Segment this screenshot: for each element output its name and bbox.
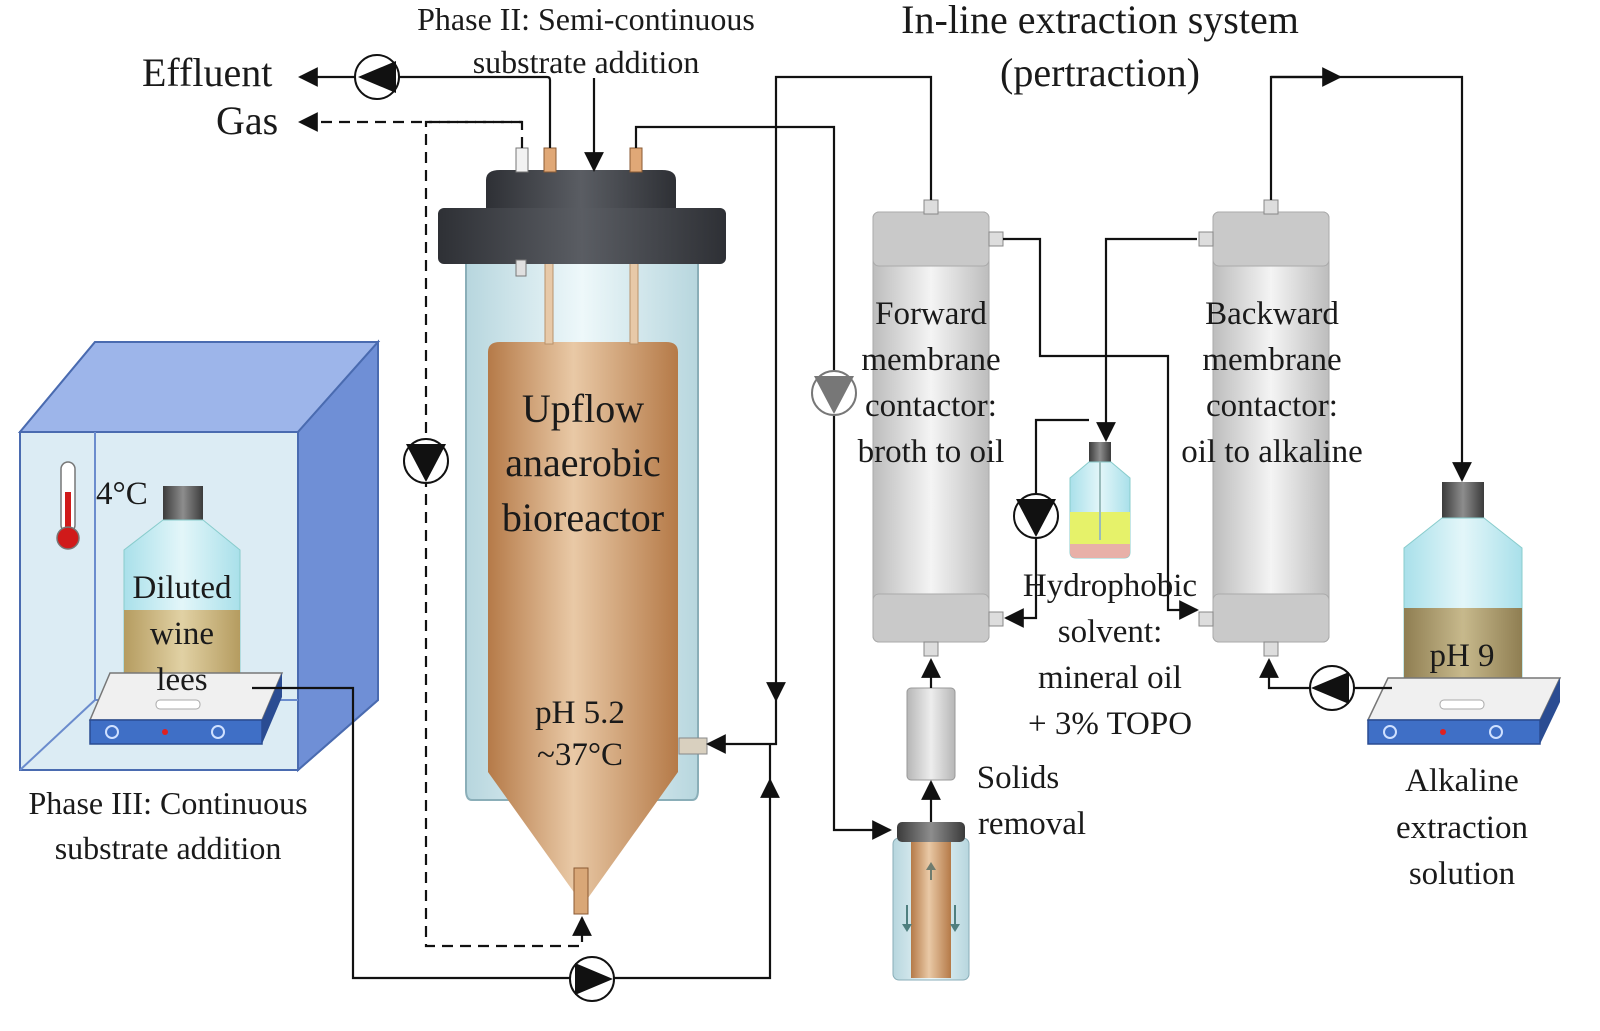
forward-label-line4: broth to oil	[858, 434, 1005, 470]
phase2-label-line1: Phase II: Semi-continuous	[417, 1, 755, 37]
solids-removal-filter	[906, 687, 956, 781]
fridge-temp-label: 4°C	[96, 476, 148, 512]
backward-label-line4: oil to alkaline	[1181, 434, 1362, 470]
backward-membrane-contactor	[1198, 199, 1330, 657]
phase3-label-line1: Phase III: Continuous	[28, 785, 307, 821]
lees-label-line2: wine	[150, 616, 214, 652]
lees-label-line3: lees	[156, 662, 207, 698]
forward-label-line3: contactor:	[865, 388, 997, 424]
phase2-label-line2: substrate addition	[473, 44, 700, 80]
backward-label-line3: contactor:	[1206, 388, 1338, 424]
gas-label: Gas	[216, 98, 278, 143]
pump-icon	[403, 438, 449, 484]
pump-icon	[1309, 665, 1355, 711]
pump-icon	[811, 370, 857, 416]
backward-label-line2: membrane	[1202, 342, 1341, 378]
backward-label-line1: Backward	[1205, 296, 1339, 332]
solvent-label-line4: + 3% TOPO	[1028, 706, 1192, 742]
settler-column	[892, 822, 970, 981]
phase3-label-line2: substrate addition	[55, 830, 282, 866]
thermometer-icon	[56, 461, 80, 550]
pump-icon	[1013, 493, 1059, 539]
reactor-ph-label: pH 5.2	[535, 695, 625, 731]
alkaline-label-line3: solution	[1409, 856, 1515, 892]
reactor-temp-label: ~37°C	[537, 737, 623, 773]
alkaline-ph-label: pH 9	[1429, 638, 1494, 674]
solvent-label-line3: mineral oil	[1038, 660, 1182, 696]
alkaline-bottle	[1391, 482, 1523, 711]
inline-system-title-line1: In-line extraction system	[901, 0, 1299, 42]
forward-membrane-contactor	[872, 199, 1004, 657]
alkaline-label-line1: Alkaline	[1405, 763, 1519, 799]
solvent-bottle	[1069, 442, 1131, 559]
reactor-label-line1: Upflow	[522, 386, 644, 431]
stir-plate-icon	[1366, 677, 1562, 745]
forward-label-line1: Forward	[875, 296, 987, 332]
solids-label-line2: removal	[978, 806, 1086, 842]
bioreactor	[438, 147, 726, 915]
stir-plate-icon	[88, 672, 284, 745]
inline-system-title-line2: (pertraction)	[1000, 50, 1200, 95]
reactor-label-line2: anaerobic	[505, 440, 660, 485]
alkaline-label-line2: extraction	[1396, 810, 1528, 846]
pump-icon	[569, 956, 615, 1002]
reactor-label-line3: bioreactor	[502, 495, 664, 540]
pump-icon	[354, 54, 400, 100]
solvent-label-line2: solvent:	[1058, 614, 1163, 650]
forward-label-line2: membrane	[861, 342, 1000, 378]
effluent-label: Effluent	[142, 50, 272, 95]
solvent-label-line1: Hydrophobic	[1023, 568, 1197, 604]
solids-label-line1: Solids	[977, 760, 1060, 796]
flow-lines	[252, 67, 1472, 980]
lees-label-line1: Diluted	[133, 570, 232, 606]
